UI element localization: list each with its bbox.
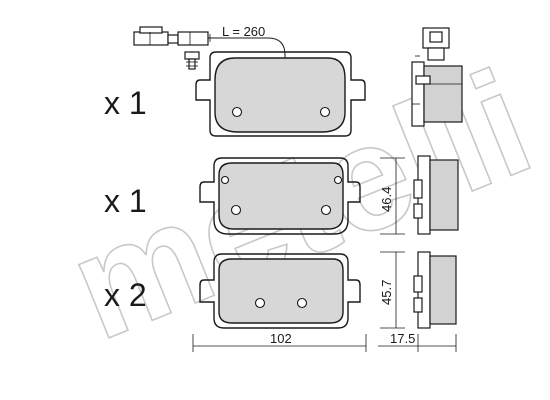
backing-plate-3 [199,253,361,329]
brake-pad-1: L = 260 [133,24,366,137]
pad-2-hole-bottom-left [230,204,242,216]
backing-plate-1 [195,51,366,137]
brake-pad-3 [199,253,361,329]
pad-2-hole-bottom-right [320,204,332,216]
pad-2-hole-top-left [220,175,230,185]
side-view-3 [413,251,457,329]
quantity-label-pad-3: x 2 [104,277,147,313]
thickness-label: 17.5 [390,331,415,346]
pad-3-hole-right [296,297,308,309]
wear-sensor-connector [133,26,209,46]
sensor-clip [184,51,200,70]
height-dimension-pad-2: 46.4 [379,157,405,235]
friction-material-1 [214,57,346,133]
thickness-dimension: 17.5 [378,331,457,352]
height-pad-2-label: 46.4 [379,187,394,212]
brake-pad-2 [199,157,361,235]
cable-length-label: L = 260 [222,24,265,39]
pad-3-hole-left [254,297,266,309]
side-view-1 [411,27,463,127]
height-pad-3-label: 45.7 [379,280,394,305]
friction-material-2 [218,162,344,230]
friction-material-3 [218,258,344,324]
quantity-label-pad-1: x 1 [104,85,147,121]
width-dimension: 102 [192,331,367,352]
sensor-cable [208,37,286,60]
backing-plate-2 [199,157,361,235]
pad-1-hole-left [231,106,243,118]
quantity-label-pad-2: x 1 [104,183,147,219]
pad-2-hole-top-right [333,175,343,185]
pad-1-hole-right [319,106,331,118]
width-label: 102 [270,331,292,346]
side-view-2 [413,155,459,235]
height-dimension-pad-3: 45.7 [379,251,405,329]
